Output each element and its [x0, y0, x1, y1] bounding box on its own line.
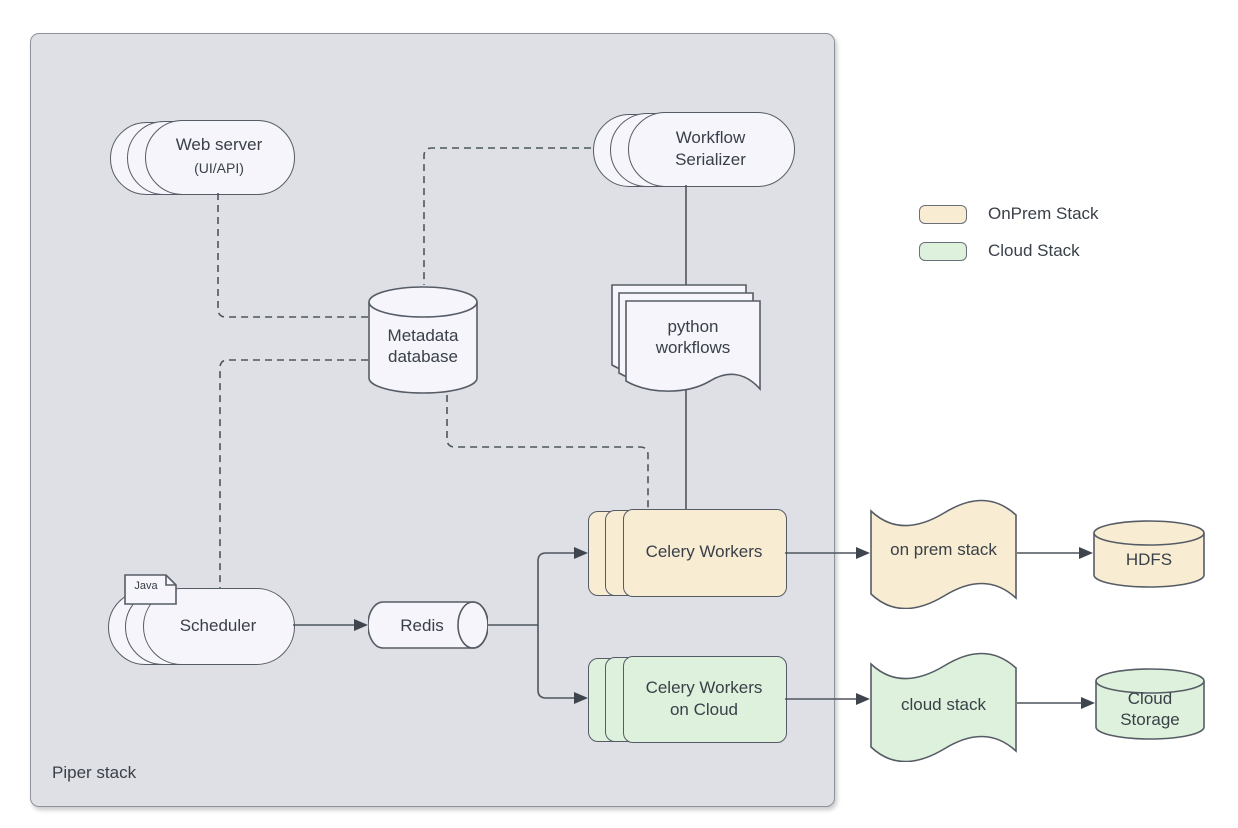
legend-swatch-onprem [919, 205, 967, 224]
cloud-storage-label: Cloud Storage [1120, 688, 1180, 729]
arrowhead-cloudstack [856, 693, 870, 705]
arrowhead-hdfs [1079, 547, 1093, 559]
node-hdfs: HDFS [1093, 520, 1205, 588]
celery-workers-shape [623, 509, 787, 597]
node-cloud-storage: Cloud Storage [1095, 668, 1205, 740]
cloud-stack-label: cloud stack [900, 695, 987, 715]
web-server-label: Web server [175, 135, 263, 155]
java-badge: Java [124, 574, 177, 605]
node-on-prem-stack: on prem stack [870, 495, 1018, 609]
java-badge-label: Java [134, 580, 158, 592]
on-prem-stack-label: on prem stack [890, 540, 997, 560]
celery-workers-cloud-label: Celery Workers on Cloud [645, 678, 763, 719]
web-server-shape [145, 120, 295, 195]
hdfs-label: HDFS [1125, 550, 1173, 570]
celery-workers-label: Celery Workers [645, 542, 763, 562]
redis-label: Redis [400, 615, 444, 635]
arrowhead-storage [1081, 697, 1095, 709]
node-python-workflows: python workflows [611, 284, 761, 396]
celery-workers-cloud-shape [623, 656, 787, 743]
piper-stack-label: Piper stack [52, 763, 137, 782]
legend-label-onprem: OnPrem Stack [988, 204, 1099, 223]
node-redis: Redis [368, 601, 488, 650]
legend-label-cloud: Cloud Stack [988, 241, 1080, 260]
legend-swatch-cloud [919, 242, 967, 261]
metadata-database-label: Metadata database [387, 325, 459, 366]
python-workflows-label: python workflows [655, 316, 731, 357]
node-metadata-database: Metadata database [368, 285, 478, 395]
web-server-sublabel: (UI/API) [194, 160, 244, 176]
node-cloud-stack: cloud stack [870, 648, 1018, 762]
workflow-serializer-shape [628, 112, 795, 187]
arrowhead-onprem [856, 547, 870, 559]
workflow-serializer-label: Workflow Serializer [675, 128, 746, 169]
scheduler-label: Scheduler [179, 615, 257, 635]
